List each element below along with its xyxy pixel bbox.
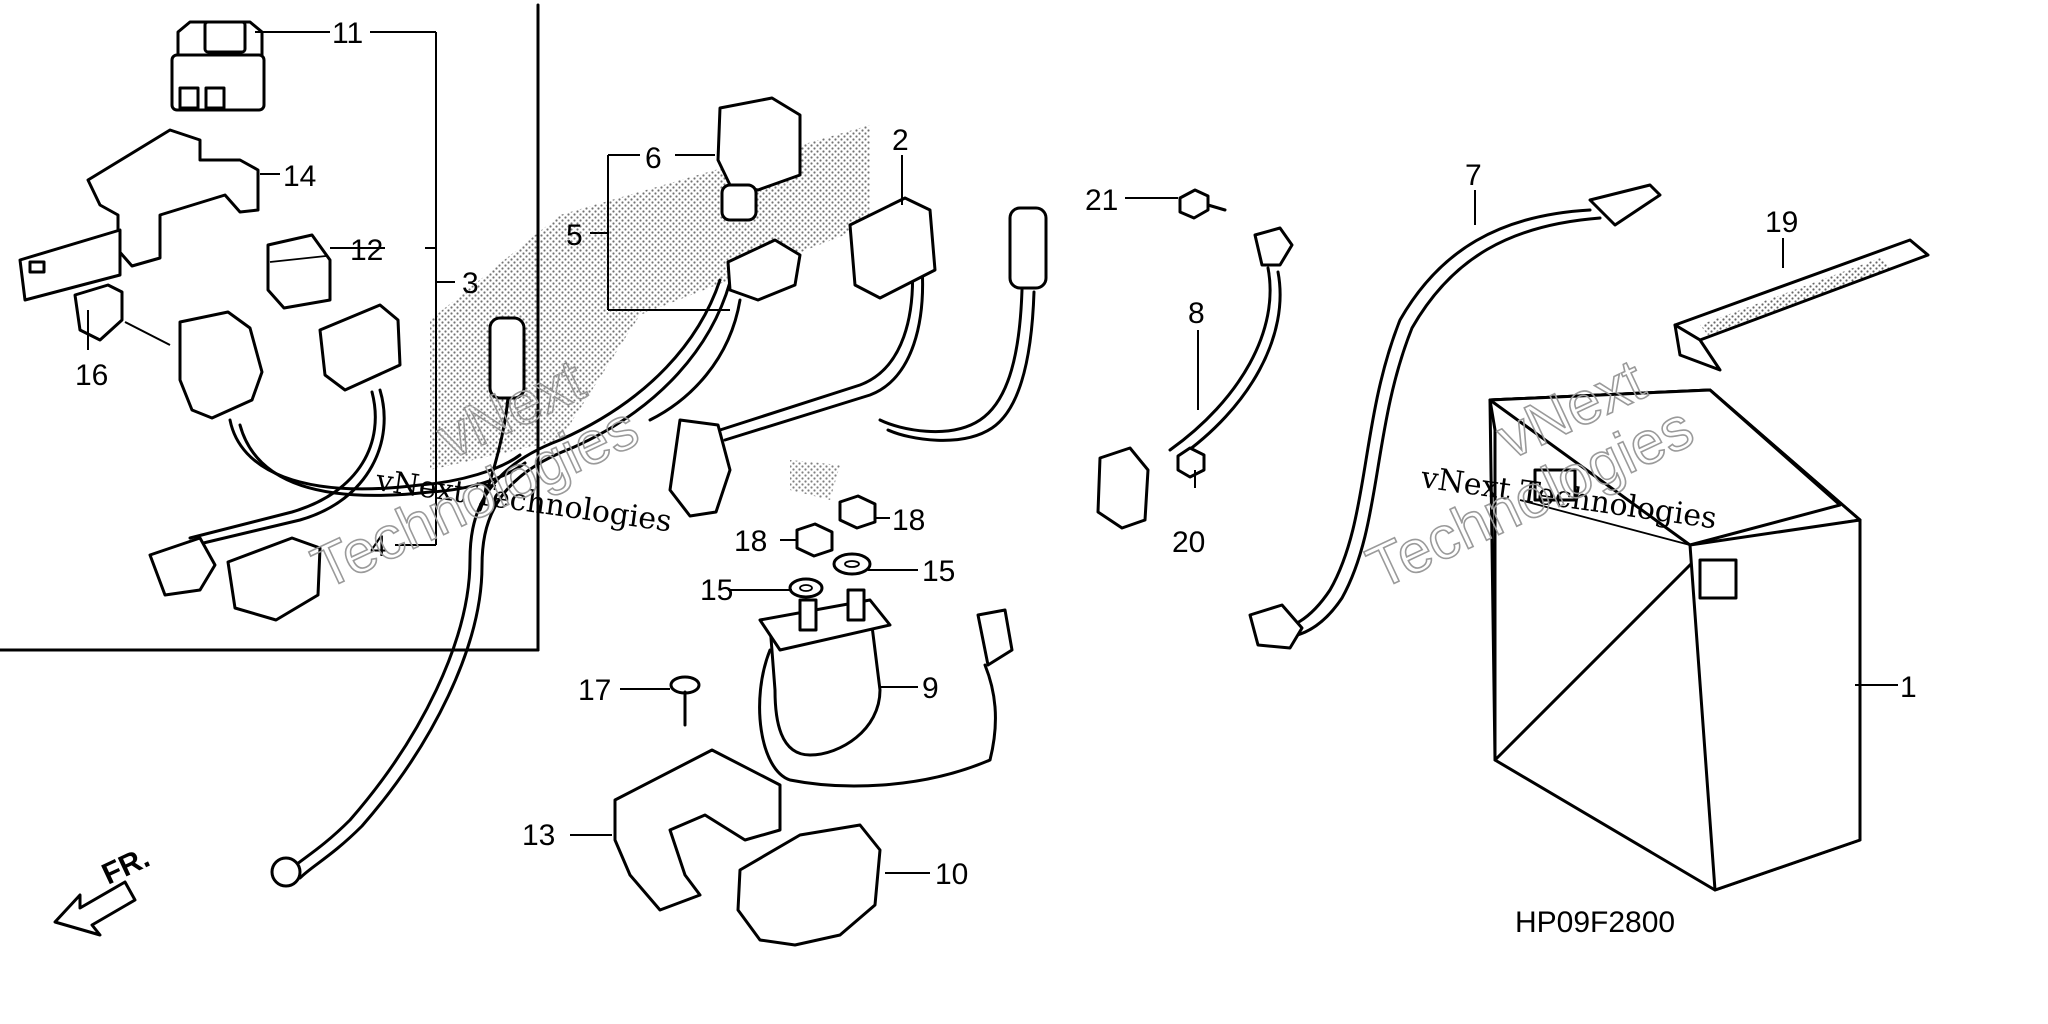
shading-area bbox=[430, 125, 870, 500]
leader-lines bbox=[87, 31, 1898, 874]
main-harness-3 bbox=[270, 196, 1048, 888]
screw-17 bbox=[669, 675, 701, 727]
direction-label: FR. bbox=[97, 841, 155, 891]
callout-7: 7 bbox=[1465, 159, 1482, 192]
callout-15-b: 15 bbox=[922, 555, 955, 588]
callout-12: 12 bbox=[350, 234, 383, 267]
nut-18-a bbox=[795, 522, 834, 558]
terminal-5 bbox=[648, 238, 802, 422]
diagram-code: HP09F2800 bbox=[1515, 906, 1675, 939]
callout-9: 9 bbox=[922, 672, 939, 705]
callout-21: 21 bbox=[1085, 184, 1118, 217]
callout-15-a: 15 bbox=[700, 574, 733, 607]
bracket-14 bbox=[18, 128, 260, 302]
callout-10: 10 bbox=[935, 858, 968, 891]
callout-6: 6 bbox=[645, 142, 662, 175]
callout-18-b: 18 bbox=[892, 504, 925, 537]
washer-15-a bbox=[788, 577, 824, 599]
cap-6 bbox=[716, 96, 802, 222]
inset-harness bbox=[148, 303, 527, 622]
washer-15-b bbox=[832, 552, 872, 576]
bolt-20 bbox=[1176, 446, 1206, 479]
battery-1 bbox=[1488, 388, 1862, 892]
relay-11 bbox=[170, 20, 266, 112]
holder-13 bbox=[613, 748, 782, 912]
callout-4: 4 bbox=[370, 530, 387, 563]
strap-19 bbox=[1673, 238, 1930, 372]
bolt-21 bbox=[1178, 188, 1227, 220]
callout-14: 14 bbox=[283, 160, 316, 193]
cover-10 bbox=[736, 823, 882, 947]
callout-1: 1 bbox=[1900, 671, 1917, 704]
starter-relay-9 bbox=[758, 588, 1014, 788]
callout-3: 3 bbox=[462, 267, 479, 300]
nut-18-b bbox=[838, 494, 877, 530]
callout-11: 11 bbox=[332, 17, 363, 50]
callout-labels: 1 2 3 4 5 6 7 8 9 10 11 12 13 14 15 15 1… bbox=[75, 17, 1917, 891]
callout-19: 19 bbox=[1765, 206, 1798, 239]
callout-2: 2 bbox=[892, 124, 909, 157]
front-direction-arrow: FR. bbox=[53, 841, 155, 937]
inset-frame bbox=[0, 3, 540, 652]
cable-7 bbox=[1248, 183, 1662, 650]
callout-5: 5 bbox=[566, 219, 583, 252]
callout-13: 13 bbox=[522, 819, 555, 852]
callout-18-a: 18 bbox=[734, 525, 767, 558]
cable-8 bbox=[1096, 226, 1294, 530]
callout-8: 8 bbox=[1188, 297, 1205, 330]
clip-16 bbox=[73, 283, 124, 342]
callout-16: 16 bbox=[75, 359, 108, 392]
fuse-12 bbox=[266, 233, 332, 310]
callout-17: 17 bbox=[578, 674, 611, 707]
callout-20: 20 bbox=[1172, 526, 1205, 559]
